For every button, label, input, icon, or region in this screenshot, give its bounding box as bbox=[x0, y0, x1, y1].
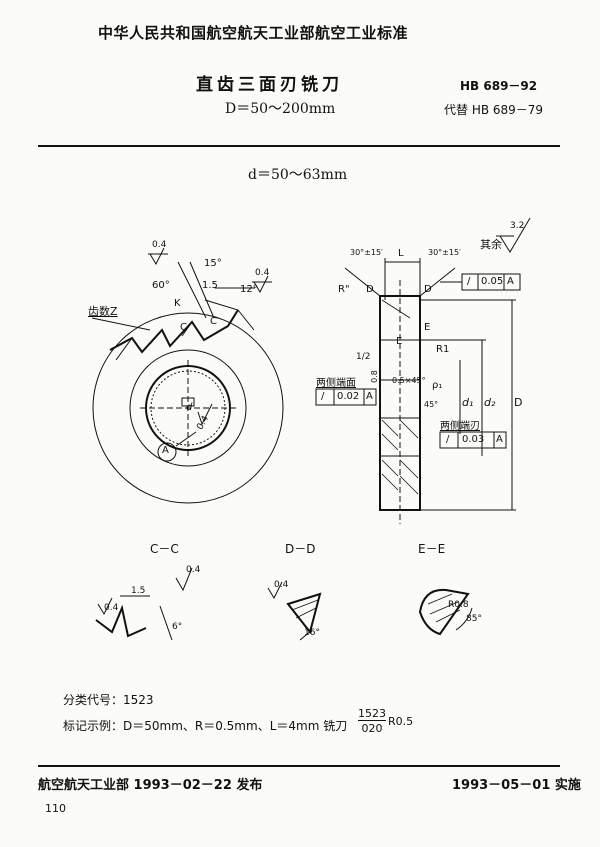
chamfer-label: 0.5×45° bbox=[392, 376, 426, 385]
radius-label: ρ₁ bbox=[432, 380, 443, 391]
fraction-denominator: 020 bbox=[361, 722, 383, 735]
section-subtitle: d＝50～63mm bbox=[248, 167, 348, 183]
standard-organization: 中华人民共和国航空航天工业部航空工业标准 bbox=[98, 24, 409, 42]
dimension-label: 1.5 bbox=[202, 280, 218, 291]
fraction-suffix: R0.5 bbox=[388, 715, 414, 728]
dimension-label: 1/2 bbox=[356, 352, 371, 362]
tolerance-symbol: / bbox=[467, 276, 471, 287]
dimension-label: L bbox=[398, 248, 404, 259]
effective-date: 1993－05－01 实施 bbox=[452, 778, 581, 793]
both-end-edges-label: 两侧端刃 bbox=[440, 421, 480, 432]
roughness-label: 0.4 bbox=[186, 565, 201, 575]
replaces-standard: 代替 HB 689－79 bbox=[444, 103, 544, 117]
tolerance-value: 0.05 bbox=[481, 276, 504, 287]
tooth-count-label: 齿数Z bbox=[88, 305, 118, 318]
angle-label: 6° bbox=[172, 622, 183, 632]
section-dd-label: D－D bbox=[285, 542, 316, 556]
roughness-label: 0.4 bbox=[152, 240, 167, 250]
tolerance-symbol: / bbox=[446, 434, 450, 445]
roughness-label: 0.4 bbox=[255, 268, 270, 278]
letter-label: C bbox=[180, 322, 187, 333]
classification-code: 分类代号：1523 bbox=[63, 693, 154, 707]
angle-label: 12° bbox=[240, 284, 258, 295]
header-rule bbox=[38, 145, 560, 147]
roughness-label: 0.4 bbox=[104, 603, 119, 613]
angle-label: 45° bbox=[424, 400, 439, 409]
tolerance-symbol: / bbox=[321, 391, 325, 402]
letter-label: E bbox=[424, 322, 431, 333]
angle-label: 30°±15′ bbox=[350, 248, 383, 257]
dimension-label: D bbox=[514, 396, 523, 409]
roughness-label: 3.2 bbox=[510, 221, 525, 231]
section-cc-label: C－C bbox=[150, 542, 179, 556]
letter-label: E bbox=[396, 336, 403, 347]
both-end-faces-label: 两侧端面 bbox=[316, 378, 356, 389]
dimension-label: d₂ bbox=[484, 396, 496, 409]
standard-number: HB 689－92 bbox=[460, 79, 538, 93]
section-ee-label: E－E bbox=[418, 542, 446, 556]
angle-label: 60° bbox=[152, 280, 170, 291]
roughness-label: 0.8 bbox=[369, 370, 379, 383]
dimension-label: d₁ bbox=[462, 396, 474, 409]
letter-label: R" bbox=[338, 284, 350, 295]
letter-label: d bbox=[186, 402, 193, 413]
document-title: 直齿三面刃铣刀 bbox=[196, 75, 343, 95]
angle-label: 16° bbox=[304, 628, 320, 638]
angle-label: 15° bbox=[204, 258, 222, 269]
issue-date: 航空航天工业部 1993－02－22 发布 bbox=[38, 778, 263, 793]
tolerance-datum: A bbox=[496, 434, 503, 445]
tolerance-value: 0.02 bbox=[337, 391, 360, 402]
tolerance-value: 0.03 bbox=[462, 434, 485, 445]
page-number: 110 bbox=[45, 802, 66, 815]
cutter-face-view bbox=[91, 247, 284, 504]
datum-label: A bbox=[162, 445, 169, 456]
letter-label: D bbox=[424, 284, 432, 295]
section-cc-detail bbox=[95, 567, 193, 641]
tolerance-datum: A bbox=[507, 276, 514, 287]
marking-example: 标记示例：D＝50mm、R＝0.5mm、L＝4mm 铣刀 bbox=[63, 719, 348, 733]
tolerance-datum: A bbox=[366, 391, 373, 402]
fraction-numerator: 1523 bbox=[358, 707, 386, 721]
letter-label: D bbox=[366, 284, 374, 295]
rest-roughness-label: 其余 bbox=[480, 238, 502, 251]
roughness-label: 0.4 bbox=[274, 580, 289, 590]
radius-label: R0.8 bbox=[448, 600, 469, 610]
angle-label: 85° bbox=[466, 614, 482, 624]
radius-label: R1 bbox=[436, 344, 450, 355]
section-ee-detail bbox=[418, 588, 473, 636]
dimension-label: 1.5 bbox=[131, 586, 146, 596]
angle-label: 30°±15′ bbox=[428, 248, 461, 257]
footer-rule bbox=[38, 765, 560, 767]
letter-label: C bbox=[210, 316, 217, 327]
cutter-section-view bbox=[315, 217, 531, 524]
letter-label: K bbox=[174, 298, 181, 309]
size-range: D＝50～200mm bbox=[225, 101, 336, 117]
section-dd-detail bbox=[267, 581, 322, 641]
